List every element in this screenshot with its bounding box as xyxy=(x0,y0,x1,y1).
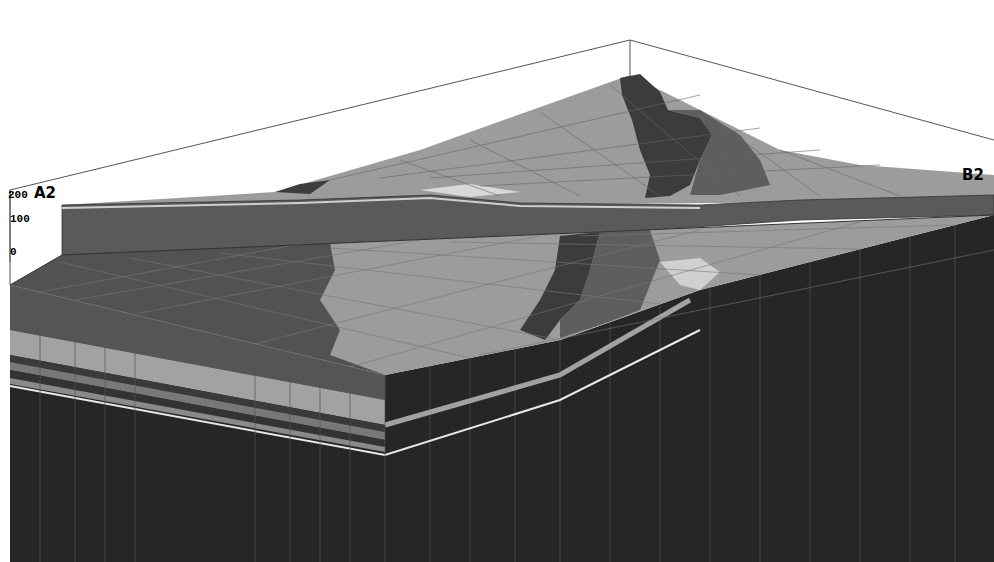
section-end-label: B2 xyxy=(962,168,984,183)
back-surface xyxy=(62,74,994,210)
top-surface xyxy=(10,215,994,375)
axis-value: 200 xyxy=(8,190,28,201)
axis-value: 100 xyxy=(10,214,30,225)
axis-value: 0 xyxy=(10,247,17,258)
section-end-label: A2 xyxy=(34,186,56,201)
